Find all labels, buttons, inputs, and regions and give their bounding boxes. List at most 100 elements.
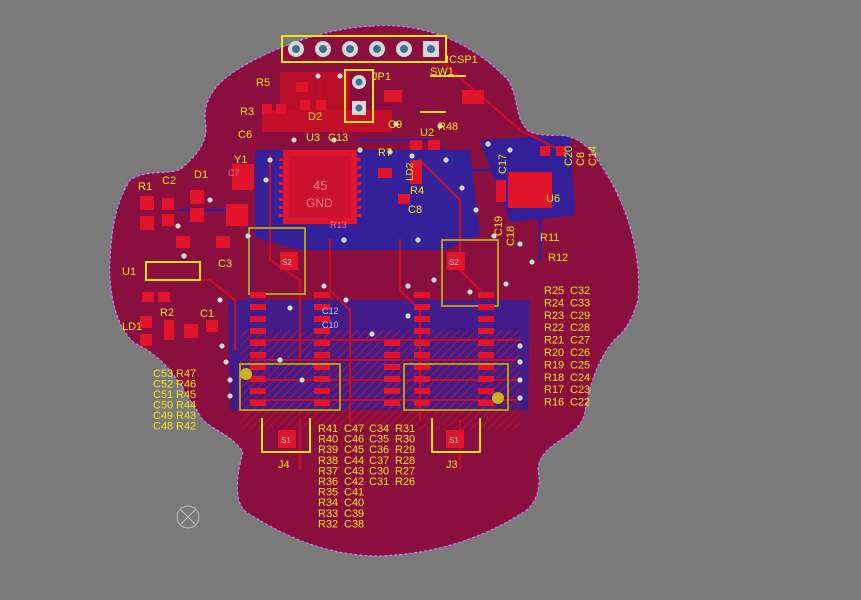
designator-label: R29: [395, 444, 415, 456]
pad: [140, 196, 154, 210]
designator-label: R23: [544, 310, 564, 322]
label-r2: R2: [160, 307, 174, 319]
label-c17: C17: [497, 154, 509, 174]
designator-label: C30: [369, 465, 389, 477]
header-pin: [373, 45, 381, 53]
jp1-pin: [355, 78, 363, 86]
pad: [398, 194, 410, 204]
label-c1: C1: [200, 308, 214, 320]
pad: [410, 140, 422, 150]
pad: [140, 216, 154, 230]
designator-label: R46: [176, 379, 196, 391]
label-c2: C2: [162, 175, 176, 187]
label-s1-right: S1: [449, 436, 459, 445]
pad: [140, 334, 152, 346]
designator-label: R31: [395, 423, 415, 435]
label-r12: R12: [548, 252, 568, 264]
label-c19: C19: [493, 216, 505, 236]
j4-mount-hole: [240, 368, 252, 380]
label-c10: C10: [322, 320, 339, 330]
designator-label: R30: [395, 434, 415, 446]
j3-connector-outline[interactable]: [403, 363, 509, 411]
designator-label: C46: [344, 434, 364, 446]
designator-label: C48: [153, 421, 173, 433]
s2-outline-right[interactable]: [441, 239, 499, 307]
top-copper: [262, 110, 392, 132]
designator-label: C28: [570, 322, 590, 334]
designator-label: R42: [176, 421, 196, 433]
label-y1: Y1: [234, 154, 247, 166]
header-pin: [427, 45, 435, 53]
s1-outline-left[interactable]: [261, 418, 311, 453]
pad: [384, 90, 402, 102]
designator-label: R24: [544, 297, 564, 309]
s2-pad-right: [447, 252, 465, 270]
pad: [316, 100, 326, 110]
u3-chip-inner: [289, 156, 351, 218]
designator-label: R22: [544, 322, 564, 334]
header-pin: [319, 45, 327, 53]
designator-label: C42: [344, 476, 364, 488]
pad: [226, 204, 248, 226]
label-ld1: LD1: [122, 321, 142, 333]
j4-connector-outline[interactable]: [239, 363, 341, 411]
header-pin: [346, 45, 354, 53]
label-c6: C6: [238, 129, 252, 141]
pad-arrays: [250, 292, 494, 406]
trace: [328, 238, 352, 422]
designator-label: C36: [369, 444, 389, 456]
designator-label: R47: [176, 368, 196, 380]
label-u2: U2: [420, 127, 434, 139]
s1-outline-right[interactable]: [431, 418, 481, 453]
pad: [140, 316, 152, 328]
designator-label: R28: [395, 455, 415, 467]
designator-label: R20: [544, 347, 564, 359]
u6-chip[interactable]: [508, 172, 552, 208]
label-c20: C20: [563, 146, 575, 166]
designator-label: C33: [570, 297, 590, 309]
designator-label: R33: [318, 508, 338, 520]
designator-label: C32: [570, 285, 590, 297]
label-r5: R5: [256, 77, 270, 89]
icsp-pins: [288, 41, 439, 57]
designator-label: C50: [153, 400, 173, 412]
jp1-outline[interactable]: [344, 69, 374, 123]
label-c8-top: C8: [575, 152, 587, 166]
label-r13: R13: [330, 220, 347, 230]
designator-label: C45: [344, 444, 364, 456]
designator-label: C38: [344, 518, 364, 530]
label-c9: C9: [388, 119, 402, 131]
label-s2-right: S2: [449, 258, 459, 267]
pad: [276, 104, 286, 114]
pad: [164, 320, 174, 340]
pad: [162, 214, 174, 226]
j3-mount-hole: [492, 392, 504, 404]
label-r7: R7: [378, 147, 392, 159]
pad: [378, 168, 392, 178]
s2-outline-left[interactable]: [248, 227, 306, 295]
u1-outline[interactable]: [145, 261, 201, 281]
trace: [359, 139, 501, 171]
label-u6: U6: [546, 193, 560, 205]
designator-label: C22: [570, 397, 590, 409]
designator-label: R36: [318, 476, 338, 488]
designator-label: R38: [318, 455, 338, 467]
label-sw1: SW1: [430, 66, 454, 78]
components: [140, 35, 566, 453]
designator-label: R18: [544, 372, 564, 384]
icsp-header-outline[interactable]: [281, 35, 447, 63]
designator-label: C37: [369, 455, 389, 467]
pad: [190, 190, 204, 204]
label-r3: R3: [240, 106, 254, 118]
label-c3: C3: [218, 258, 232, 270]
label-r48: R48: [438, 121, 458, 133]
designator-label: C47: [344, 423, 364, 435]
designator-label: R39: [318, 444, 338, 456]
designator-label: C39: [344, 508, 364, 520]
designator-label: R19: [544, 359, 564, 371]
designator-label: C24: [570, 372, 590, 384]
y1-crystal[interactable]: [232, 164, 254, 190]
pad: [540, 146, 550, 156]
pad: [262, 104, 272, 114]
